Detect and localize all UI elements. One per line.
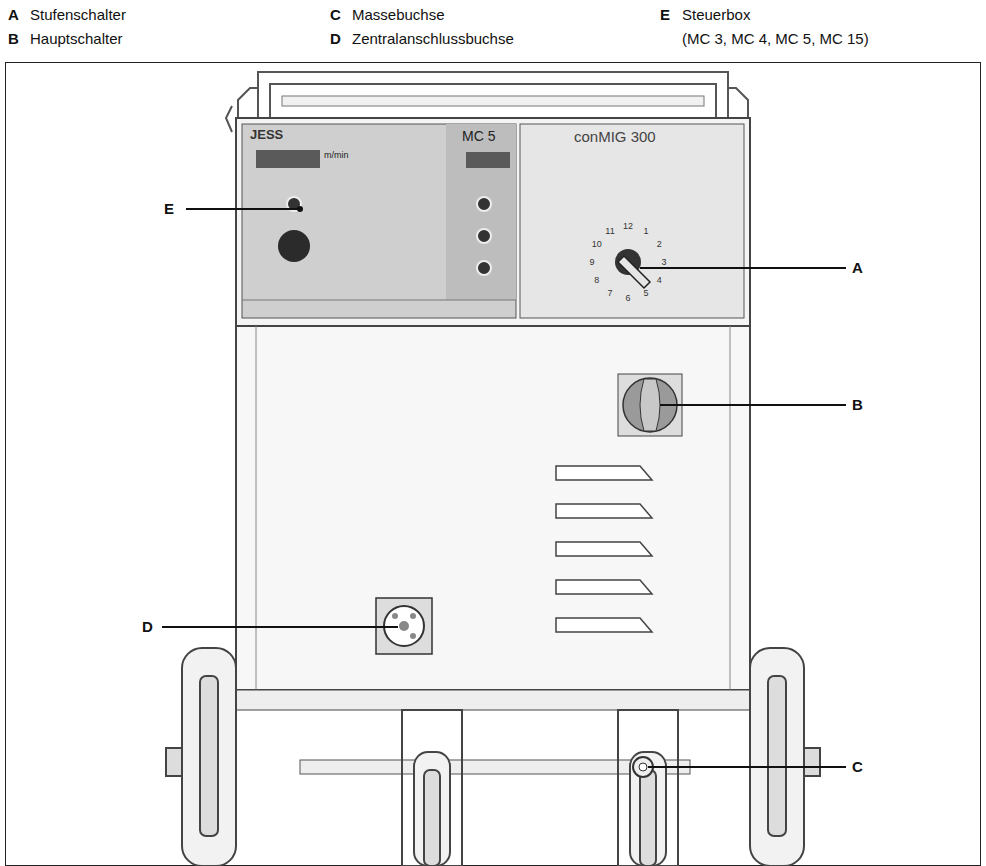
legend-letter: C xyxy=(330,6,341,23)
earth-socket-inner xyxy=(639,763,647,771)
callout-letter: B xyxy=(852,396,863,413)
control-box-strip xyxy=(446,124,516,300)
dial-number: 2 xyxy=(657,239,662,249)
legend-text: Massebuchse xyxy=(352,6,445,23)
socket-pin xyxy=(410,633,416,639)
button xyxy=(477,197,491,211)
socket-pin xyxy=(399,621,409,631)
socket-pin xyxy=(410,613,416,619)
side-edge xyxy=(256,326,257,690)
legend-letter: A xyxy=(8,6,19,23)
step-switch-panel xyxy=(520,124,744,318)
legend-text: Steuerbox xyxy=(682,6,750,23)
model-name: conMIG 300 xyxy=(574,128,656,145)
legend-text: Zentralanschlussbuchse xyxy=(352,30,514,47)
dial-number: 11 xyxy=(605,226,614,236)
callout-letter: E xyxy=(164,200,174,217)
button xyxy=(477,229,491,243)
panel-line xyxy=(242,300,516,301)
chassis xyxy=(236,690,750,710)
top-cover xyxy=(282,96,704,106)
hook xyxy=(226,106,232,132)
earth-socket-inner xyxy=(639,763,647,771)
legend-letter: D xyxy=(330,30,341,47)
legend-letter: B xyxy=(8,30,19,47)
rear-wheels xyxy=(166,648,820,866)
dial-number: 12 xyxy=(623,221,633,231)
upper-housing xyxy=(236,118,750,326)
leader-dot xyxy=(297,206,303,212)
dial-number: 6 xyxy=(625,293,630,303)
unit-label: m/min xyxy=(324,150,349,160)
vents xyxy=(556,466,652,632)
main-switch-grip xyxy=(640,379,660,431)
legend-letter: E xyxy=(660,6,670,23)
figure-frame xyxy=(6,63,981,866)
dial-number: 10 xyxy=(592,239,602,249)
brand-name: JESS xyxy=(250,128,283,143)
display-right xyxy=(466,152,510,168)
handle xyxy=(238,72,748,118)
side-edge xyxy=(730,326,731,690)
leader-lines xyxy=(162,209,846,767)
dial-number: 4 xyxy=(657,275,662,285)
socket-pin xyxy=(392,613,398,619)
dial-number: 3 xyxy=(661,257,666,267)
button xyxy=(477,261,491,275)
callout-letter: A xyxy=(852,259,863,276)
lower-housing xyxy=(236,326,750,690)
dial-number: 7 xyxy=(607,288,612,298)
legend-text: Hauptschalter xyxy=(30,30,123,47)
control-box xyxy=(242,124,516,318)
model-name: MC 5 xyxy=(462,128,495,144)
dial-number: 5 xyxy=(643,288,648,298)
dial-number: 9 xyxy=(589,257,594,267)
callout-letter: D xyxy=(142,618,153,635)
dial-number: 1 xyxy=(643,226,648,236)
display-left xyxy=(256,150,320,168)
caster-wheels xyxy=(402,710,678,866)
dial-number: 8 xyxy=(594,275,599,285)
knob xyxy=(278,230,310,262)
step-switch-pointer xyxy=(618,256,650,288)
callout-letter: C xyxy=(852,758,863,775)
legend-text: Stufenschalter xyxy=(30,6,126,23)
legend-text: (MC 3, MC 4, MC 5, MC 15) xyxy=(682,30,869,47)
